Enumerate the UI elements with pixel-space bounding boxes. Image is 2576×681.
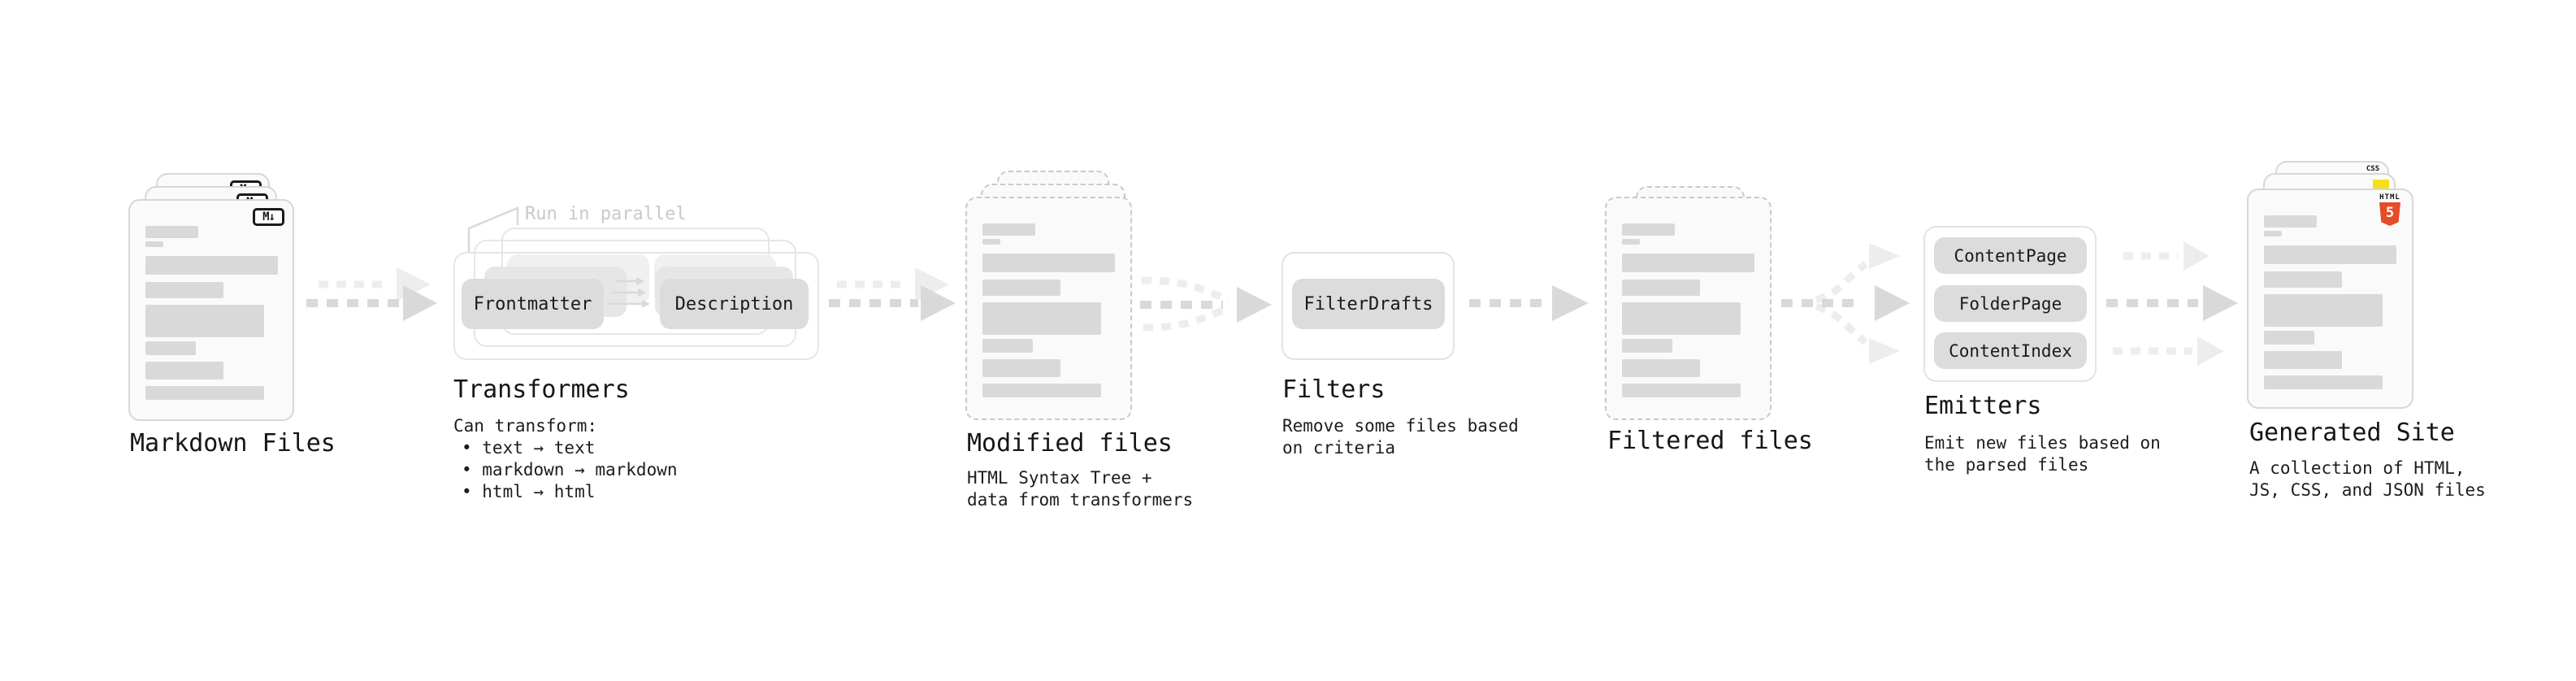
arrowhead-icon <box>2203 285 2238 321</box>
stage-title: Filters <box>1282 375 1386 404</box>
arrowhead-icon <box>915 267 949 301</box>
arrowhead-icon <box>403 285 437 321</box>
css-icon-label: CSS <box>2366 165 2380 173</box>
emitter-box-label: FolderPage <box>1958 293 2062 314</box>
arrowhead-icon <box>1875 285 1910 321</box>
diverging-curve <box>1815 261 1868 304</box>
converging-curve <box>1141 276 1230 304</box>
emitter-box-contentpage: ContentPage <box>1934 237 2087 274</box>
arrowhead-icon <box>2184 241 2210 271</box>
filterdrafts-box-label: FilterDrafts <box>1303 293 1433 314</box>
arrow-emitters-to-generated <box>2106 241 2238 366</box>
arrow-filters-to-filtered <box>1469 285 1589 321</box>
stage-description-line: • html → html <box>462 482 596 501</box>
text-line-placeholder <box>982 254 1115 272</box>
stage-title: Generated Site <box>2249 419 2455 447</box>
emitter-box-folderpage: FolderPage <box>1934 285 2087 322</box>
text-line-placeholder <box>1622 359 1700 377</box>
text-line-placeholder <box>982 339 1033 353</box>
javascript-icon <box>2373 180 2389 189</box>
text-line-placeholder <box>1622 223 1675 236</box>
markdown-icon: M↓ <box>253 208 284 226</box>
arrowhead-icon <box>1552 285 1589 321</box>
arrow-modified-to-filters <box>1140 276 1272 332</box>
diverging-curve <box>1815 302 1868 345</box>
text-line-placeholder <box>2264 215 2317 228</box>
text-line-placeholder <box>2264 271 2342 288</box>
html5-icon-label: HTML <box>2379 193 2400 202</box>
stage-title: Modified files <box>967 429 1173 458</box>
frontmatter-box-label: Frontmatter <box>473 293 592 314</box>
emitter-box-label: ContentIndex <box>1949 340 2072 361</box>
text-line-placeholder <box>145 226 198 238</box>
arrow-filtered-to-emitters <box>1781 243 1910 364</box>
stage-description-line: A collection of HTML, <box>2249 458 2465 478</box>
text-line-placeholder <box>145 282 223 298</box>
transformer-stack-rect-front <box>453 252 819 360</box>
emitter-box-label: ContentPage <box>1954 245 2067 266</box>
stage-description-line: • markdown → markdown <box>462 460 678 479</box>
html5-icon-shield: 5 <box>2379 202 2400 226</box>
text-line-placeholder <box>1622 280 1700 296</box>
text-line-placeholder <box>982 359 1060 377</box>
arrow-transformers-to-modified <box>829 267 956 321</box>
arrowhead-icon <box>2197 336 2224 366</box>
text-line-placeholder <box>982 302 1101 335</box>
arrowhead-icon <box>1237 287 1272 323</box>
filterdrafts-box: FilterDrafts <box>1292 279 1445 329</box>
run-in-parallel-label: Run in parallel <box>525 204 687 224</box>
doc-card-front <box>1605 197 1772 420</box>
arrow-markdown-to-transformers <box>306 267 437 321</box>
stage-title: Transformers <box>453 375 630 404</box>
stage-description-line: on criteria <box>1282 438 1396 458</box>
description-box: Description <box>660 279 809 329</box>
stage-description-line: the parsed files <box>1924 455 2089 475</box>
stage-title: Markdown Files <box>130 429 336 458</box>
stage-description-line: Can transform: <box>453 416 598 436</box>
arrowhead-icon <box>921 285 956 321</box>
text-line-placeholder <box>145 256 278 275</box>
stage-description-line: Emit new files based on <box>1924 433 2161 453</box>
text-line-placeholder <box>145 305 264 337</box>
emitter-box-contentindex: ContentIndex <box>1934 332 2087 369</box>
arrowhead-icon <box>1869 243 1900 269</box>
text-line-placeholder <box>982 223 1035 236</box>
text-line-placeholder <box>1622 384 1741 397</box>
frontmatter-box: Frontmatter <box>462 279 604 329</box>
text-line-placeholder <box>2264 331 2314 345</box>
doc-card-front <box>965 197 1132 420</box>
stage-description-line: • text → text <box>462 438 596 458</box>
text-line-placeholder <box>1622 339 1672 353</box>
converging-curve <box>1143 304 1230 332</box>
text-line-placeholder <box>145 362 223 380</box>
arrowhead-icon <box>397 267 431 301</box>
text-line-placeholder <box>2264 351 2342 369</box>
doc-card-front: HTML 5 <box>2247 189 2413 409</box>
text-line-placeholder <box>145 341 196 355</box>
text-line-placeholder <box>2264 231 2282 236</box>
text-line-placeholder <box>145 241 163 247</box>
stage-description-line: JS, CSS, and JSON files <box>2249 480 2486 500</box>
text-line-placeholder <box>2264 245 2396 264</box>
stage-description-line: Remove some files based <box>1282 416 1519 436</box>
text-line-placeholder <box>982 239 1000 245</box>
text-line-placeholder <box>2264 375 2383 389</box>
text-line-placeholder <box>1622 239 1640 245</box>
text-line-placeholder <box>982 384 1101 397</box>
stage-title: Emitters <box>1924 392 2042 420</box>
stage-description-line: data from transformers <box>967 490 1194 510</box>
stage-title: Filtered files <box>1607 427 1813 455</box>
html5-icon: HTML 5 <box>2378 193 2402 226</box>
stage-description-line: HTML Syntax Tree + <box>967 468 1152 488</box>
description-box-label: Description <box>674 293 794 314</box>
text-line-placeholder <box>1622 254 1754 272</box>
arrowhead-icon <box>1869 338 1900 364</box>
text-line-placeholder <box>1622 302 1741 335</box>
text-line-placeholder <box>982 280 1060 296</box>
doc-card-front: M↓ <box>128 199 294 421</box>
text-line-placeholder <box>2264 294 2383 327</box>
text-line-placeholder <box>145 386 264 400</box>
